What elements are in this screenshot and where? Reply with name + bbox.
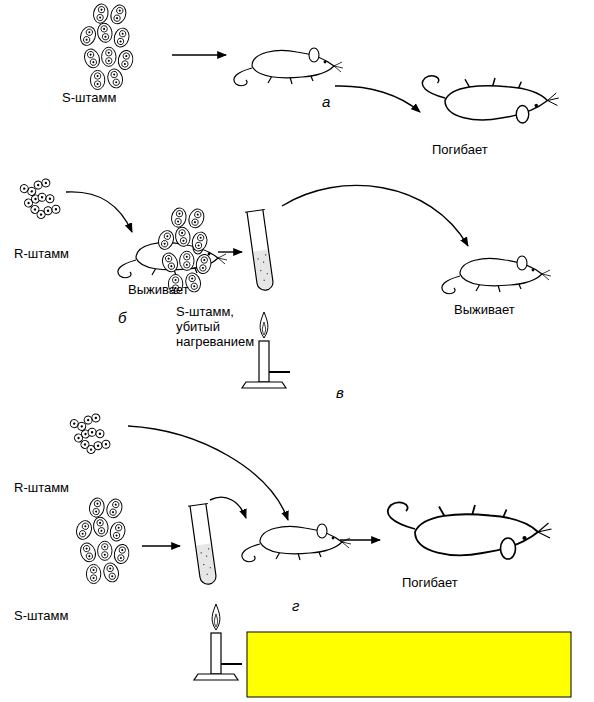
strain-label: S-штамм, убитый нагреванием [176,304,260,349]
arrow [142,545,180,546]
arrow [128,426,288,520]
s-strain-bacteria [74,497,130,584]
outcome-label: Погибает [432,142,488,157]
dead-mouse [388,503,552,559]
yellow-box [247,632,571,697]
panel-letter: в [336,385,344,400]
panel-letter: б [118,310,126,325]
arrow [210,497,246,518]
bunsen-burner [242,312,290,388]
s-strain-bacteria [156,207,212,294]
test-tube [245,209,276,291]
mouse [234,48,343,86]
arrow [218,251,242,252]
r-strain-bacteria [69,413,110,455]
arrow [282,185,468,246]
panel-letter: а [322,94,330,109]
arrow [340,539,380,540]
strain-label: R-штамм [14,480,69,495]
dead-mouse [422,76,558,123]
outcome-label: Погибает [402,575,458,590]
test-tube [188,503,219,585]
outcome-label: Выживает [454,302,515,317]
arrow [172,54,226,55]
mouse [242,524,351,562]
r-strain-bacteria [19,178,60,220]
arrow [335,86,420,112]
bunsen-burner [194,604,242,680]
outcome-label: Выживает [128,282,189,297]
arrow [66,192,132,232]
s-strain-bacteria [78,3,134,90]
strain-label: S-штамм [62,90,116,105]
strain-label: S-штамм [14,608,68,623]
strain-label: R-штамм [14,246,69,261]
mouse [442,256,551,294]
panel-letter: г [292,598,299,613]
